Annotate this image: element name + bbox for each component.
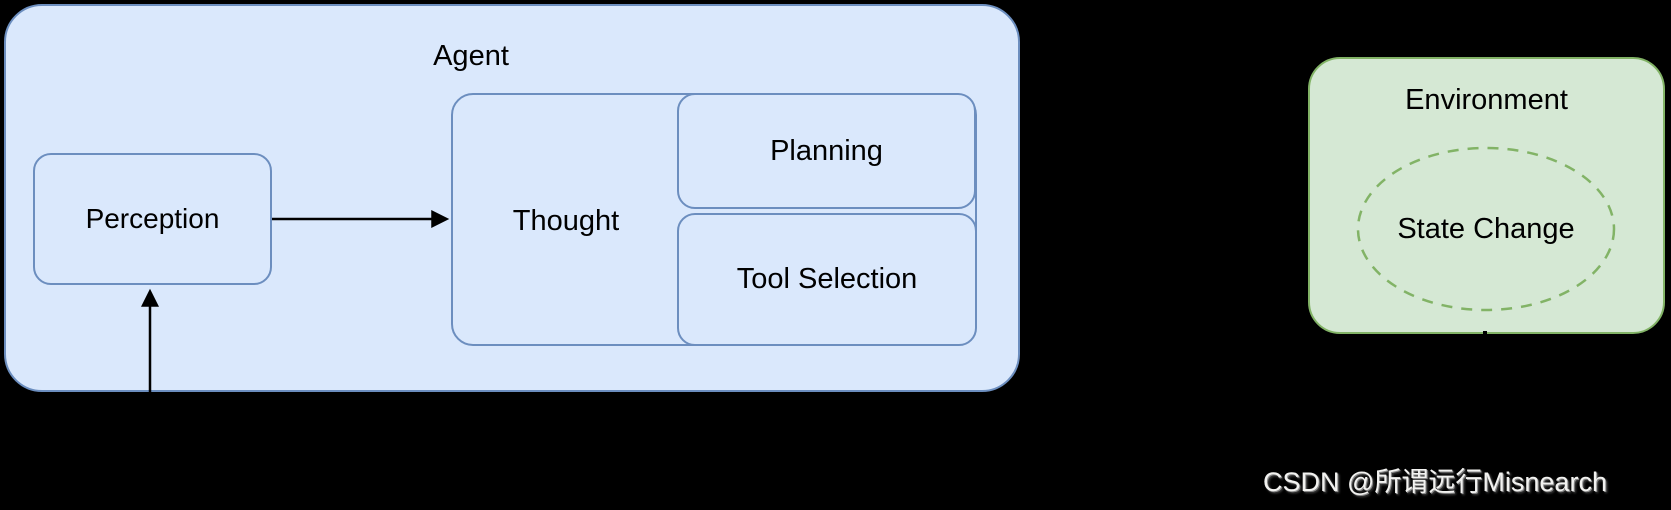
thought-label: Thought xyxy=(512,205,620,237)
perception-label: Perception xyxy=(85,203,220,234)
tool-selection-box: Tool Selection xyxy=(677,213,977,346)
state-change-label: State Change xyxy=(1397,213,1575,245)
perception-box: Perception xyxy=(33,153,272,285)
planning-label: Planning xyxy=(770,134,883,167)
planning-box: Planning xyxy=(677,93,976,209)
environment-label: Environment xyxy=(1405,84,1568,116)
environment-box: Environment xyxy=(1308,57,1665,334)
watermark-text: CSDN @所谓远行Misnearch xyxy=(1263,467,1607,497)
tool-selection-label: Tool Selection xyxy=(736,263,918,295)
agent-label: Agent xyxy=(433,40,509,72)
